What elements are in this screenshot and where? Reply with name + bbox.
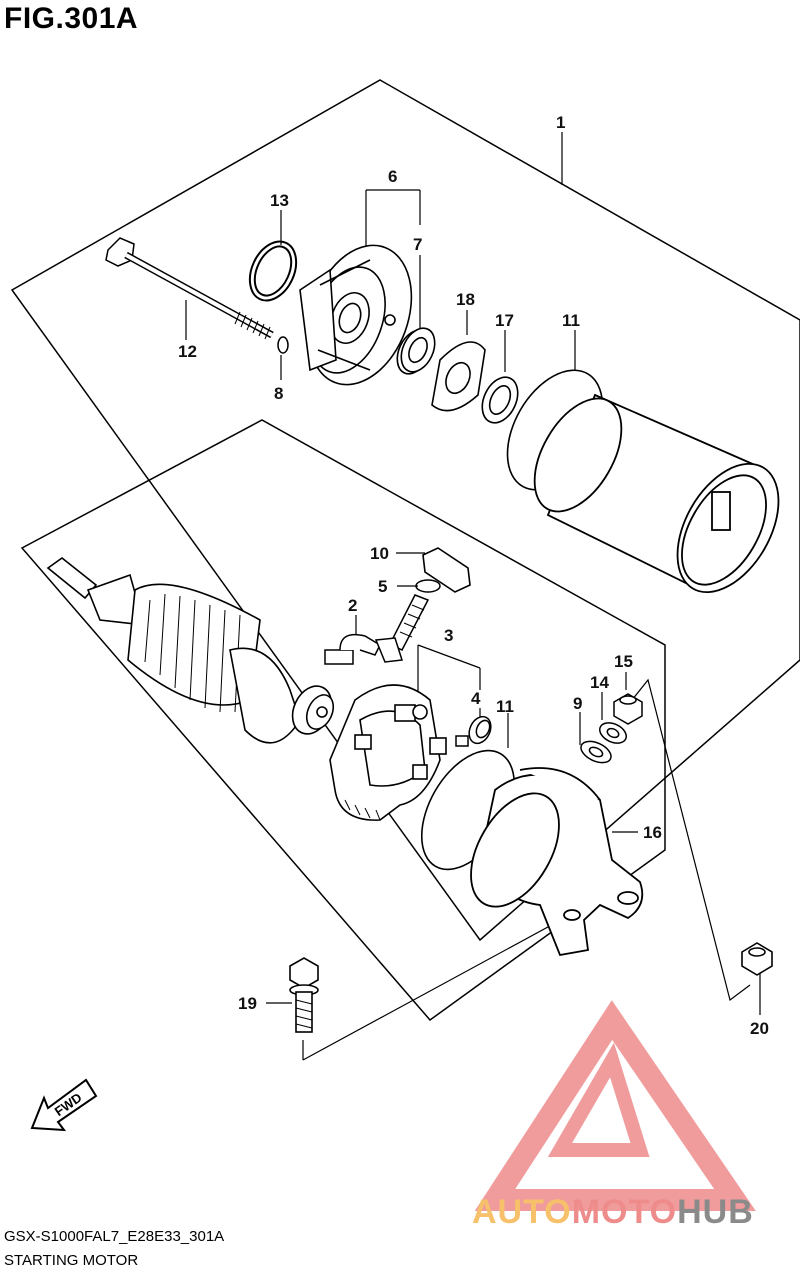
fwd-arrow: FWD xyxy=(30,1078,98,1132)
nut-20 xyxy=(741,942,773,976)
washer-8 xyxy=(277,336,289,354)
model-code: GSX-S1000FAL7_E28E33_301A xyxy=(4,1228,225,1245)
watermark-text-hub: HUB xyxy=(677,1193,754,1231)
plate-washer-18 xyxy=(431,341,486,412)
mounting-bolt-19 xyxy=(289,957,319,1033)
callout-16: 16 xyxy=(643,823,662,842)
callout-13: 13 xyxy=(270,191,289,210)
callout-19: 19 xyxy=(238,994,257,1013)
watermark-text-moto: MOTO xyxy=(571,1193,678,1231)
washer-14 xyxy=(599,722,627,744)
front-cover-16 xyxy=(470,767,644,957)
o-ring-5 xyxy=(415,579,441,593)
bearing-7 xyxy=(396,327,436,375)
terminal-insulator-10 xyxy=(422,547,471,593)
callout-7: 7 xyxy=(413,235,422,254)
bearing-4 xyxy=(455,715,492,747)
callout-5: 5 xyxy=(378,577,387,596)
callout-18: 18 xyxy=(456,290,475,309)
armature xyxy=(46,556,335,744)
o-ring-13 xyxy=(248,240,298,302)
callout-4: 4 xyxy=(471,689,481,708)
callout-9: 9 xyxy=(573,694,582,713)
callout-14: 14 xyxy=(590,673,609,692)
terminal-bolt-2 xyxy=(324,594,430,665)
callout-8: 8 xyxy=(274,384,283,403)
through-bolt xyxy=(105,237,274,340)
callout-2: 2 xyxy=(348,596,357,615)
diagram-title: STARTING MOTOR xyxy=(4,1252,139,1269)
nut-15 xyxy=(613,693,643,725)
yoke-housing xyxy=(533,393,780,594)
figure-title: FIG.301A xyxy=(4,2,139,35)
washer-17 xyxy=(481,376,519,424)
callout-20: 20 xyxy=(750,1019,769,1038)
brush-holder-3 xyxy=(329,684,447,821)
callout-17: 17 xyxy=(495,311,514,330)
callout-15: 15 xyxy=(614,652,633,671)
leader-lines xyxy=(185,132,761,1061)
callout-11-lower: 11 xyxy=(496,697,514,716)
assembly-boundary xyxy=(10,79,800,942)
washer-9 xyxy=(580,740,612,764)
callout-12: 12 xyxy=(178,342,197,361)
callout-11-upper: 11 xyxy=(562,311,580,330)
callout-6: 6 xyxy=(388,167,397,186)
callout-labels: 1 2 3 4 5 6 7 8 9 10 11 11 12 13 14 15 1… xyxy=(178,113,769,1038)
callout-10: 10 xyxy=(370,544,389,563)
watermark-logo xyxy=(474,1000,756,1211)
callout-3: 3 xyxy=(444,626,453,645)
end-cover-housing xyxy=(299,244,413,386)
watermark-text: AUTOMOTOHUB xyxy=(472,1193,754,1232)
watermark-text-auto: AUTO xyxy=(472,1193,572,1231)
callout-1: 1 xyxy=(556,113,565,132)
